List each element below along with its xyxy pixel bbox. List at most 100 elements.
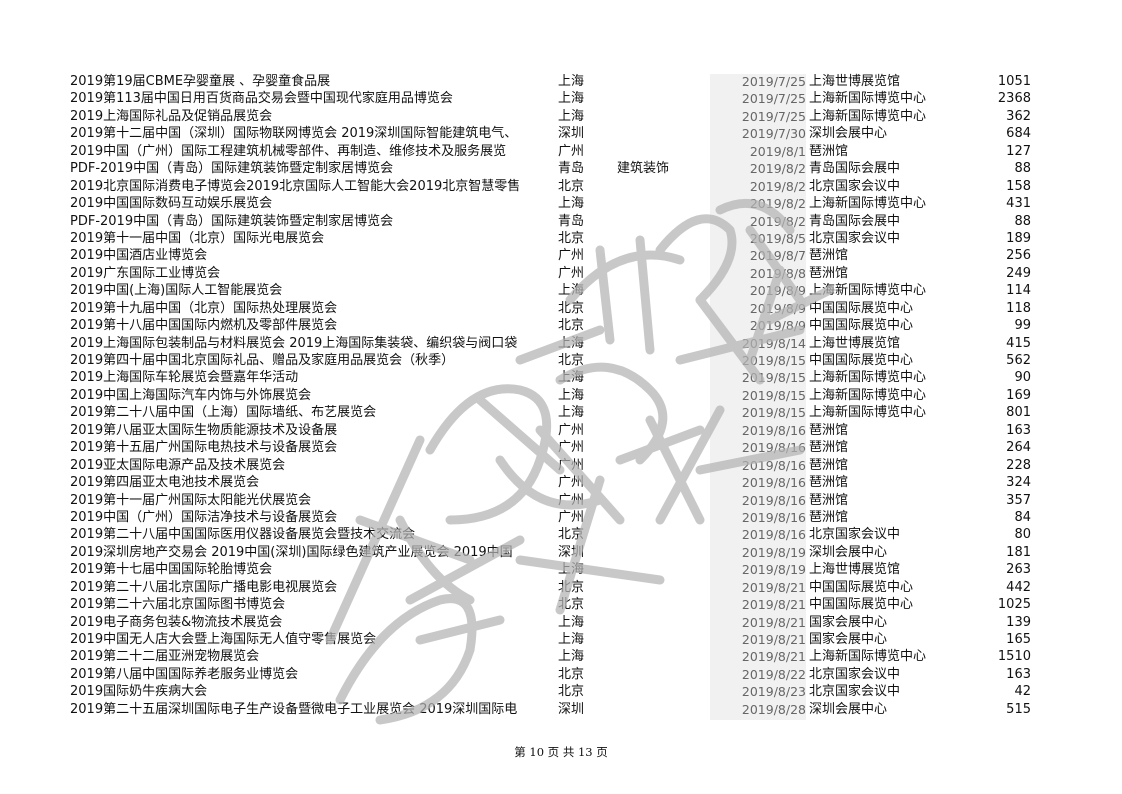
- start-date: 2019/8/23: [741, 684, 806, 700]
- start-date: 2019/8/15: [741, 370, 806, 386]
- venue: 上海新国际博览中心: [809, 387, 927, 403]
- city: 深圳: [558, 544, 585, 560]
- exhibition-name: 2019第十二届中国（深圳）国际物联网博览会 2019深圳国际智能建筑电气、: [70, 126, 518, 142]
- city: 北京: [558, 353, 585, 368]
- start-date: 2019/7/25: [741, 108, 806, 124]
- city: 上海: [558, 614, 585, 630]
- exhibition-name: 2019北京国际消费电子博览会2019北京国际人工智能大会2019北京智慧零售: [70, 178, 521, 194]
- exhibitor-count: 2368: [997, 91, 1031, 107]
- exhibitor-count: 80: [1014, 527, 1031, 543]
- exhibition-name: 2019第十一届中国（北京）国际光电展览会: [70, 230, 325, 246]
- exhibition-name: 2019上海国际包装制品与材料展览会 2019上海国际集装袋、编织袋与阀口袋: [70, 335, 518, 351]
- exhibitor-count: 88: [1014, 213, 1031, 229]
- exhibition-name: 2019中国国际数码互动娱乐展览会: [70, 196, 273, 212]
- venue: 上海世博展览馆: [809, 74, 901, 89]
- venue: 青岛国际会展中: [809, 161, 901, 177]
- start-date: 2019/8/21: [741, 597, 806, 613]
- venue: 北京国家会议中: [809, 230, 901, 246]
- city: 青岛: [558, 161, 585, 177]
- start-date: 2019/8/19: [741, 562, 806, 578]
- start-date: 2019/8/2: [749, 161, 806, 177]
- exhibitor-count: 1051: [997, 74, 1031, 89]
- start-date: 2019/8/14: [741, 335, 806, 351]
- venue: 上海新国际博览中心: [809, 370, 927, 386]
- venue: 琶洲馆: [809, 265, 849, 281]
- city: 北京: [558, 684, 585, 700]
- venue: 琶洲馆: [809, 509, 849, 525]
- table-row: 2019第二十五届深圳国际电子生产设备暨微电子工业展览会 2019深圳国际电 深圳…: [0, 701, 1122, 718]
- venue: 北京国家会议中: [809, 666, 901, 682]
- exhibition-name: 2019中国（广州）国际洁净技术与设备展览会: [70, 509, 338, 525]
- venue: 国家会展中心: [809, 632, 888, 647]
- city: 上海: [558, 74, 585, 89]
- exhibition-name: 2019第113届中国日用百货商品交易会暨中国现代家庭用品博览会: [70, 91, 453, 107]
- venue: 中国国际展览中心: [809, 353, 914, 368]
- venue: 深圳会展中心: [809, 126, 888, 142]
- venue: 中国国际展览中心: [809, 300, 914, 316]
- city: 北京: [558, 230, 585, 246]
- venue: 北京国家会议中: [809, 178, 901, 194]
- city: 北京: [558, 527, 585, 543]
- exhibitor-count: 415: [1006, 335, 1031, 351]
- start-date: 2019/8/28: [741, 701, 806, 717]
- table-row: 2019第十二届中国（深圳）国际物联网博览会 2019深圳国际智能建筑电气、 深圳…: [0, 125, 1122, 142]
- exhibition-name: 2019第十八届中国国际内燃机及零部件展览会: [70, 318, 338, 334]
- exhibitor-count: 256: [1006, 248, 1031, 264]
- city: 上海: [558, 387, 585, 403]
- start-date: 2019/8/21: [741, 579, 806, 595]
- venue: 上海新国际博览中心: [809, 405, 927, 421]
- exhibitor-count: 118: [1006, 300, 1031, 316]
- start-date: 2019/8/2: [749, 213, 806, 229]
- exhibition-name: 2019第四十届中国北京国际礼品、赠品及家庭用品展览会（秋季）: [70, 353, 455, 368]
- start-date: 2019/8/9: [749, 300, 806, 316]
- start-date: 2019/8/5: [749, 230, 806, 246]
- exhibitor-count: 163: [1006, 422, 1031, 438]
- city: 广州: [558, 475, 585, 491]
- start-date: 2019/8/19: [741, 544, 806, 560]
- exhibitor-count: 88: [1014, 161, 1031, 177]
- exhibitor-count: 158: [1006, 178, 1031, 194]
- venue: 上海新国际博览中心: [809, 196, 927, 212]
- exhibitor-count: 264: [1006, 440, 1031, 456]
- venue: 琶洲馆: [809, 440, 849, 456]
- exhibition-name: 2019亚太国际电源产品及技术展览会: [70, 457, 286, 473]
- table-row: 2019上海国际包装制品与材料展览会 2019上海国际集装袋、编织袋与阀口袋上海…: [0, 335, 1122, 352]
- start-date: 2019/8/21: [741, 632, 806, 647]
- exhibitor-count: 1025: [997, 597, 1031, 613]
- exhibition-name: 2019广东国际工业博览会: [70, 265, 221, 281]
- exhibition-name: PDF-2019中国（青岛）国际建筑装饰暨定制家居博览会: [70, 213, 394, 229]
- exhibition-name: 2019第四届亚太电池技术展览会: [70, 475, 260, 491]
- city: 深圳: [558, 126, 585, 142]
- start-date: 2019/7/30: [741, 126, 806, 142]
- city: 深圳: [558, 701, 585, 717]
- venue: 琶洲馆: [809, 422, 849, 438]
- exhibitor-count: 362: [1006, 108, 1031, 124]
- venue: 北京国家会议中: [809, 527, 901, 543]
- city: 上海: [558, 196, 585, 212]
- venue: 青岛国际会展中: [809, 213, 901, 229]
- exhibition-name: 2019第二十五届深圳国际电子生产设备暨微电子工业展览会 2019深圳国际电: [70, 701, 518, 717]
- start-date: 2019/8/22: [741, 666, 806, 682]
- exhibitor-count: 801: [1006, 405, 1031, 421]
- exhibitor-count: 249: [1006, 265, 1031, 281]
